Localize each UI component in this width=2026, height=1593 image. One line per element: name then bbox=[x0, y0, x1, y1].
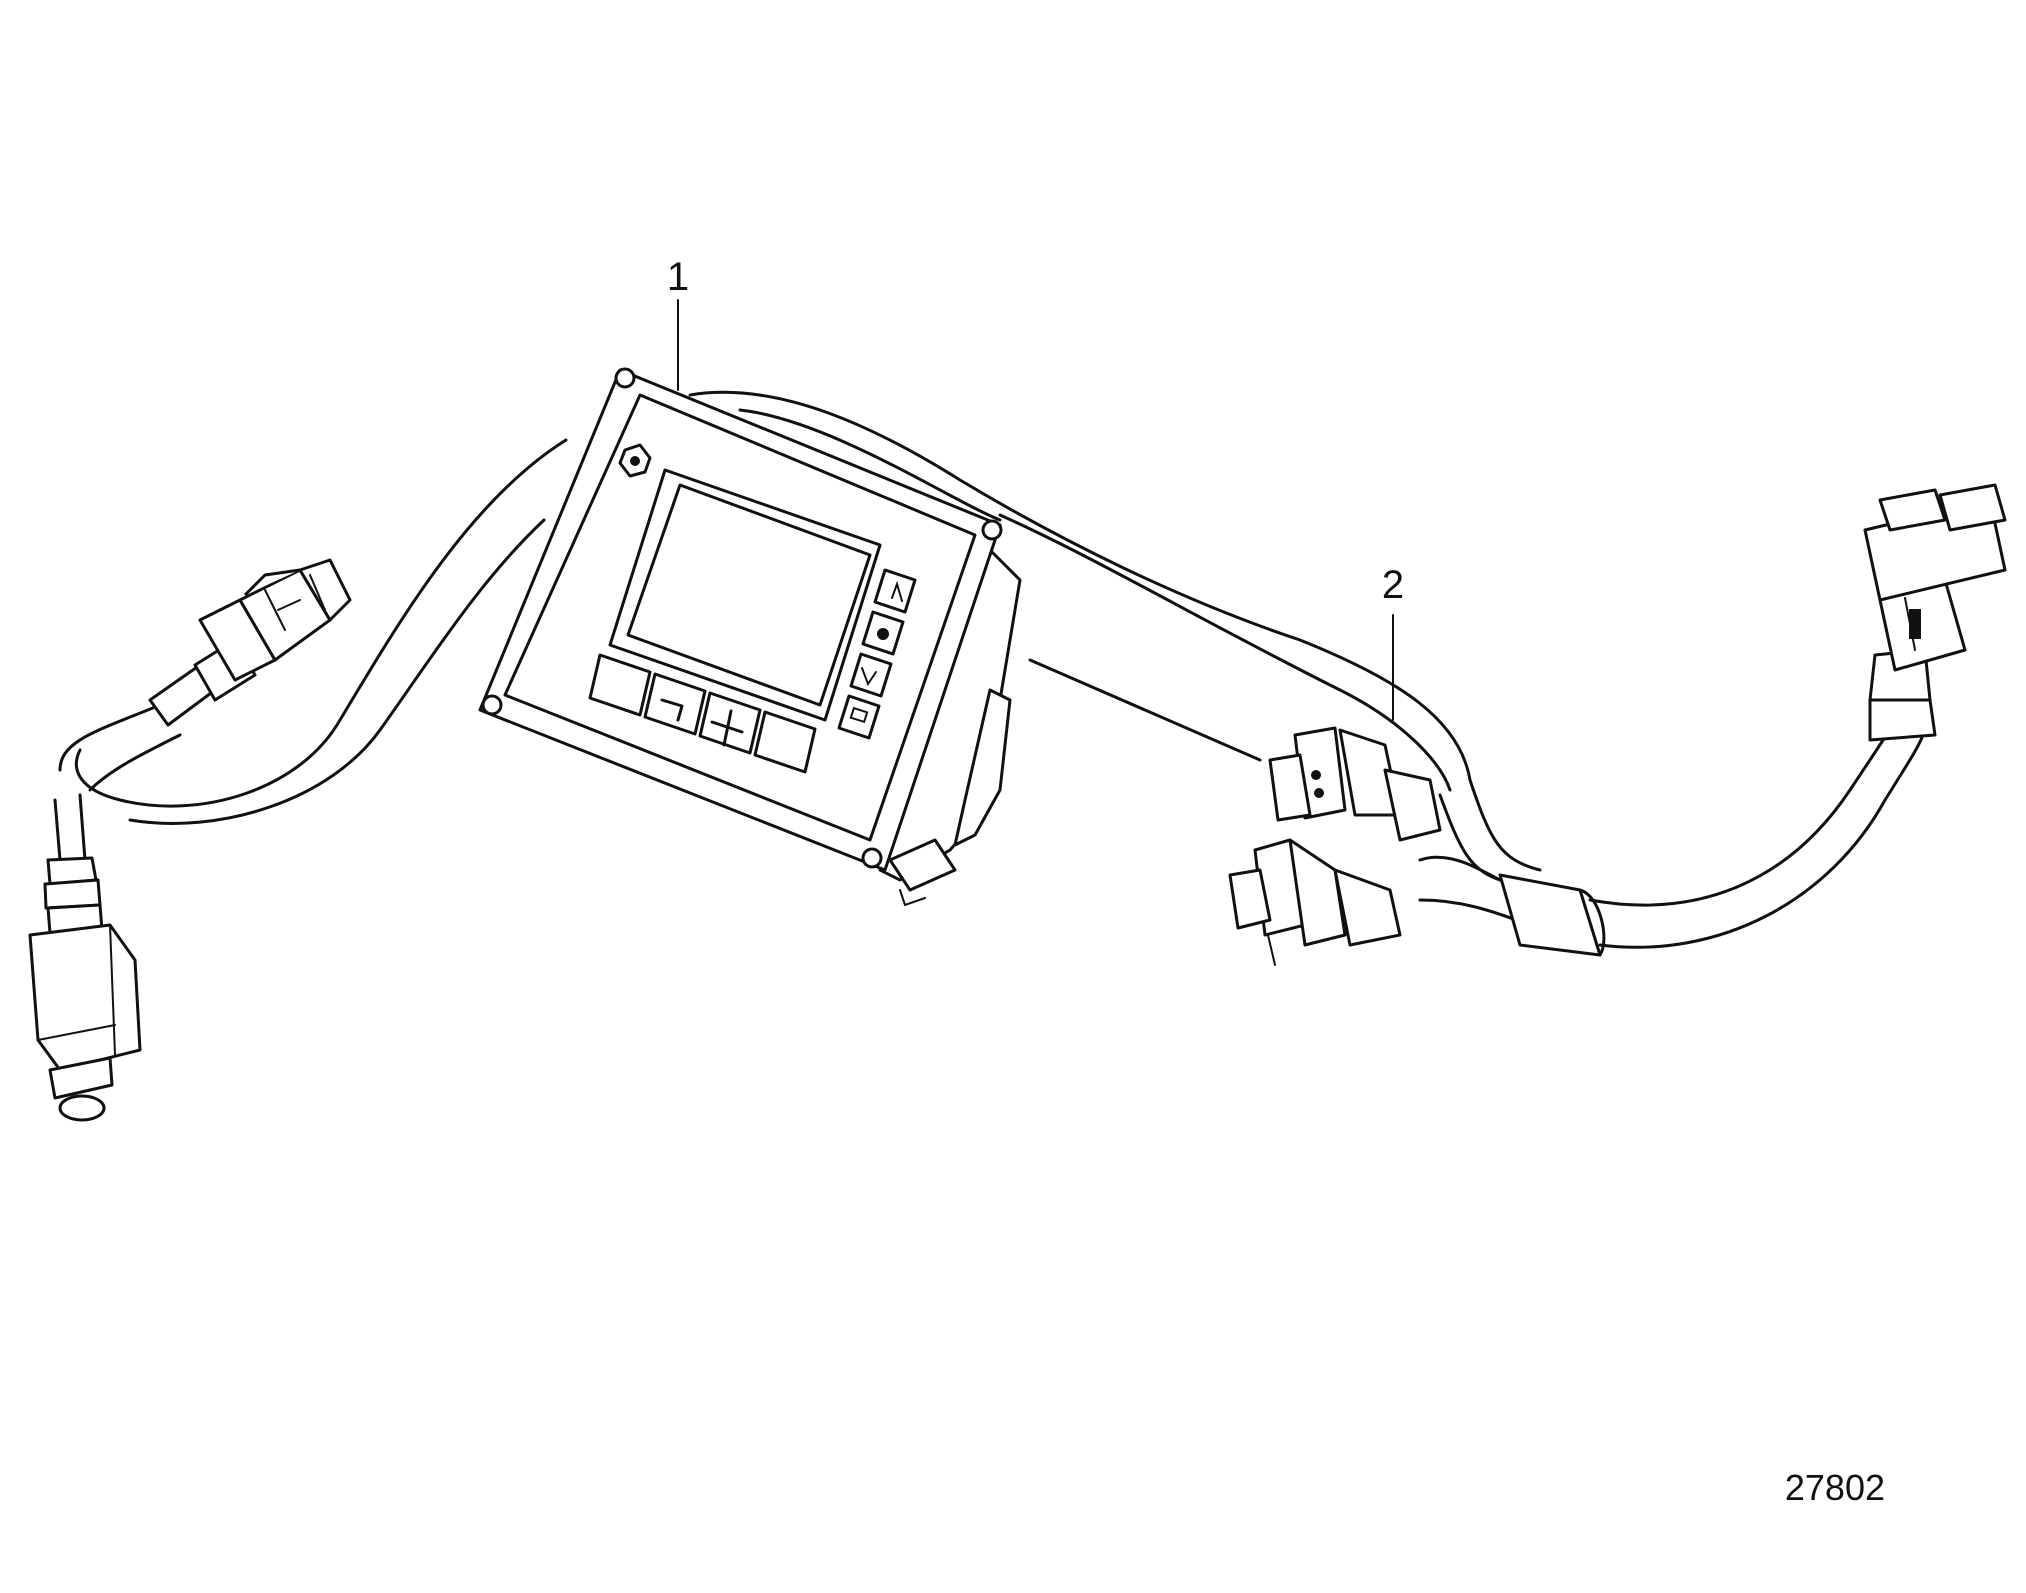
upper-harness-connector bbox=[1268, 726, 1442, 842]
left-sensor bbox=[28, 793, 142, 1122]
callout-1: 1 bbox=[667, 255, 689, 391]
callout-2-label: 2 bbox=[1382, 563, 1404, 607]
lower-harness-connector bbox=[1228, 838, 1402, 966]
callout-2: 2 bbox=[1382, 563, 1404, 721]
left-angled-connector bbox=[148, 558, 352, 727]
control-module bbox=[478, 367, 1022, 907]
right-plug-connector bbox=[1863, 483, 2007, 742]
left-cable bbox=[58, 438, 568, 825]
figure-number: 27802 bbox=[1785, 1467, 1885, 1508]
right-harness bbox=[688, 390, 1927, 957]
callout-1-label: 1 bbox=[667, 255, 689, 299]
